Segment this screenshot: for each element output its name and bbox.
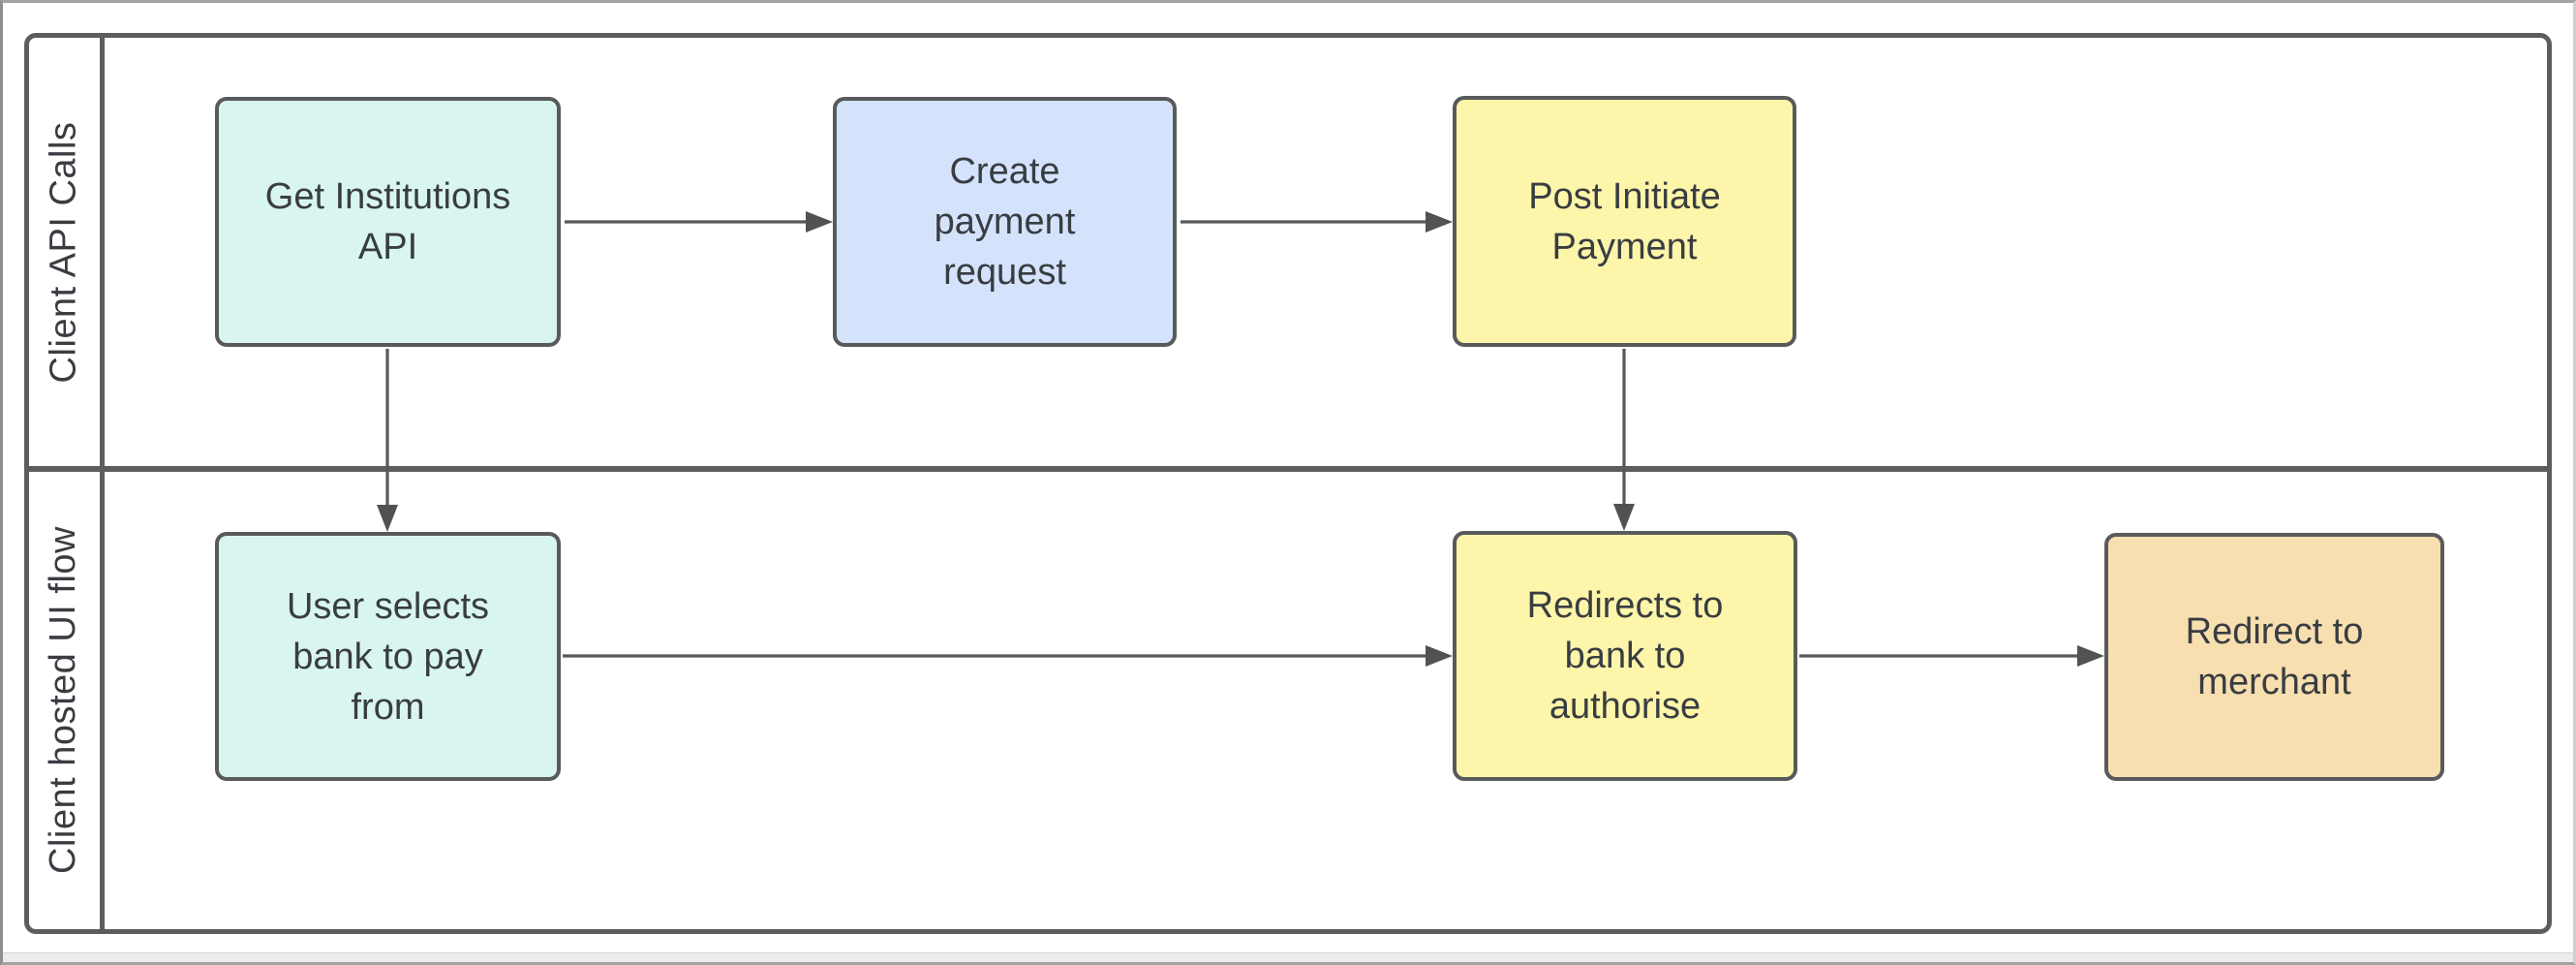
node-label: Redirect to merchant (2185, 611, 2364, 702)
node-post-initiate-payment: Post Initiate Payment (1453, 96, 1796, 347)
node-redirect-to-merchant: Redirect to merchant (2104, 533, 2444, 781)
lane-label: Client API Calls (43, 121, 84, 383)
lane-header-client-api-calls: Client API Calls (27, 38, 100, 466)
node-get-institutions-api: Get Institutions API (215, 97, 561, 347)
node-redirects-to-bank: Redirects to bank to authorise (1453, 531, 1797, 781)
screenshot-bottom-margin (3, 952, 2573, 962)
node-create-payment-request: Create payment request (833, 97, 1177, 347)
lane-label: Client hosted UI flow (43, 525, 83, 874)
lane-header-client-hosted-ui-flow: Client hosted UI flow (27, 472, 100, 927)
node-label: Get Institutions API (264, 176, 511, 267)
node-label: Post Initiate Payment (1528, 175, 1721, 267)
node-label: Create payment request (934, 151, 1076, 293)
lane-header-divider (100, 36, 105, 931)
lane-separator-line (26, 466, 2550, 472)
node-label: User selects bank to pay from (286, 585, 490, 728)
node-label: Redirects to bank to authorise (1526, 585, 1724, 727)
node-user-selects-bank: User selects bank to pay from (215, 532, 561, 781)
